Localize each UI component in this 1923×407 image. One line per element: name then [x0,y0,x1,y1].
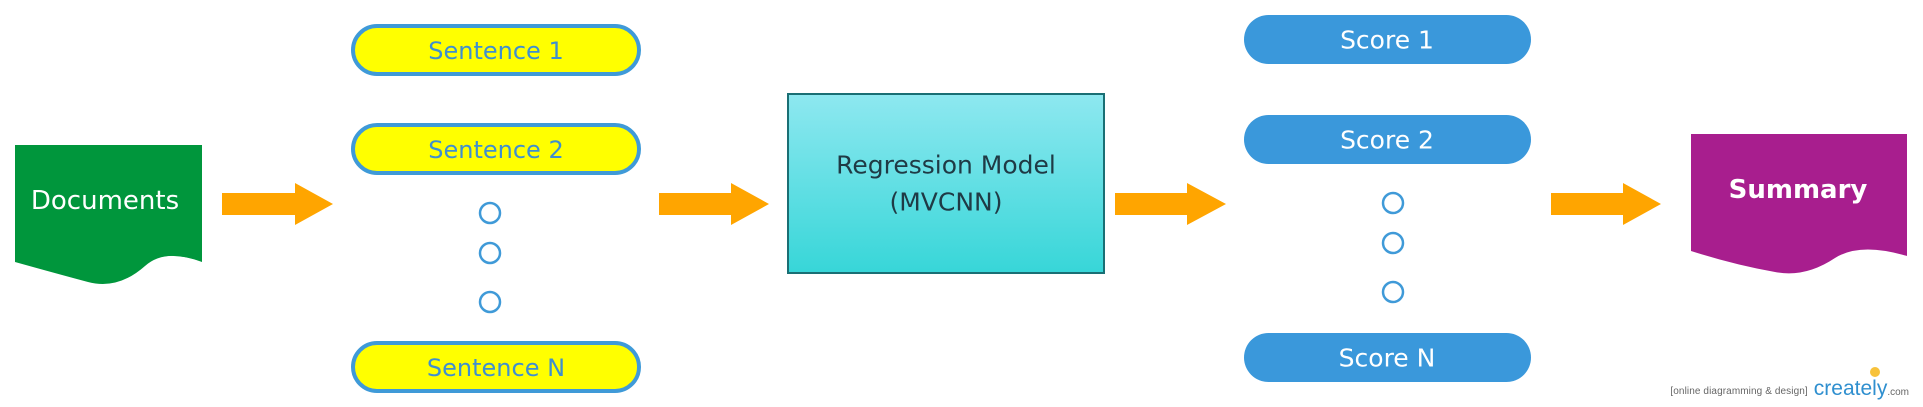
watermark-suffix: .com [1887,387,1909,398]
documents-node: Documents [15,145,202,284]
sentence-ellipsis-dot [478,201,502,225]
summary-shape [1691,134,1907,274]
score-1-pill [1244,15,1531,64]
arrow-model-to-scores [1115,183,1226,225]
scores-column: Score 1 Score 2 Score N [1244,15,1531,382]
sentence-2-pill [351,123,641,175]
score-n-label: Score N [1339,344,1436,373]
watermark-brand: creately.com [1813,367,1909,401]
summary-label: Summary [1729,175,1868,205]
sentences-column: Sentence 1 Sentence 2 Sentence N [351,24,641,393]
score-2-label: Score 2 [1340,126,1434,155]
score-2-pill [1244,115,1531,164]
watermark-tagline: [online diagramming & design] [1670,386,1808,397]
sentence-ellipsis-dot [478,290,502,314]
score-1-label: Score 1 [1340,26,1434,55]
sentence-2-label: Sentence 2 [428,136,563,164]
watermark-brand-text: creately [1813,377,1888,400]
documents-shape [15,145,202,284]
regression-model-subtitle: (MVCNN) [889,188,1002,217]
sentence-1-label: Sentence 1 [428,37,563,65]
sentence-n-pill [351,341,641,393]
arrow-sentences-to-model [659,183,769,225]
documents-label: Documents [31,186,179,216]
regression-model-box [787,93,1105,274]
arrow-scores-to-summary [1551,183,1661,225]
score-ellipsis-dot [1381,191,1405,215]
sentence-1-pill [351,24,641,76]
sentence-n-label: Sentence N [427,354,565,382]
regression-model-node: Regression Model (MVCNN) [787,93,1105,274]
sentence-ellipsis-dot [478,241,502,265]
score-n-pill [1244,333,1531,382]
score-ellipsis-dot [1381,231,1405,255]
arrow-documents-to-sentences [222,183,333,225]
score-ellipsis-dot [1381,280,1405,304]
creately-watermark: [online diagramming & design] creately.c… [1670,367,1909,401]
summary-node: Summary [1691,134,1907,274]
regression-model-title: Regression Model [836,151,1056,180]
sun-icon [1869,367,1880,377]
